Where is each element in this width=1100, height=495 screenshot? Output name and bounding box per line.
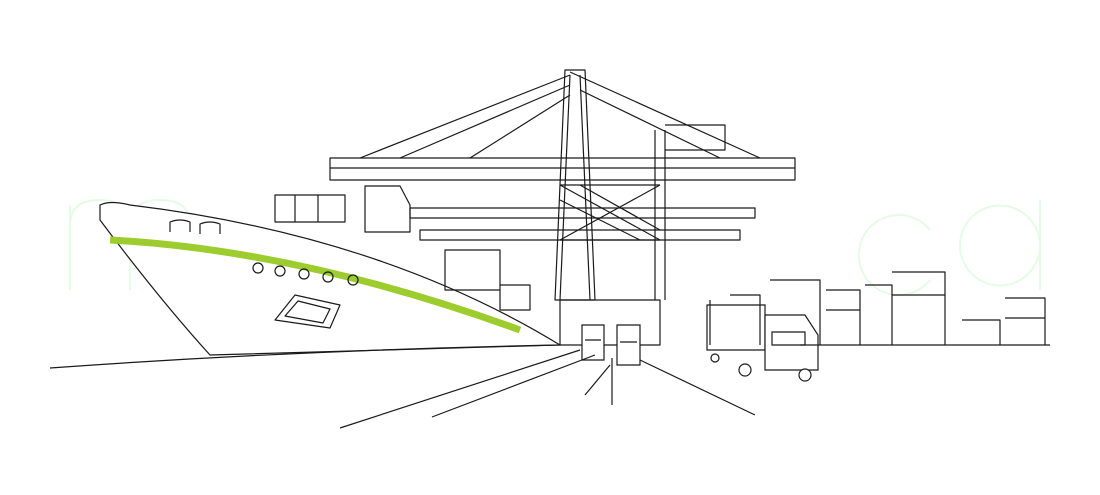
trucks	[581, 304, 819, 382]
portholes	[252, 262, 359, 286]
ship	[99, 185, 563, 356]
ground-lines	[49, 344, 756, 429]
container-stacks	[709, 271, 1050, 346]
